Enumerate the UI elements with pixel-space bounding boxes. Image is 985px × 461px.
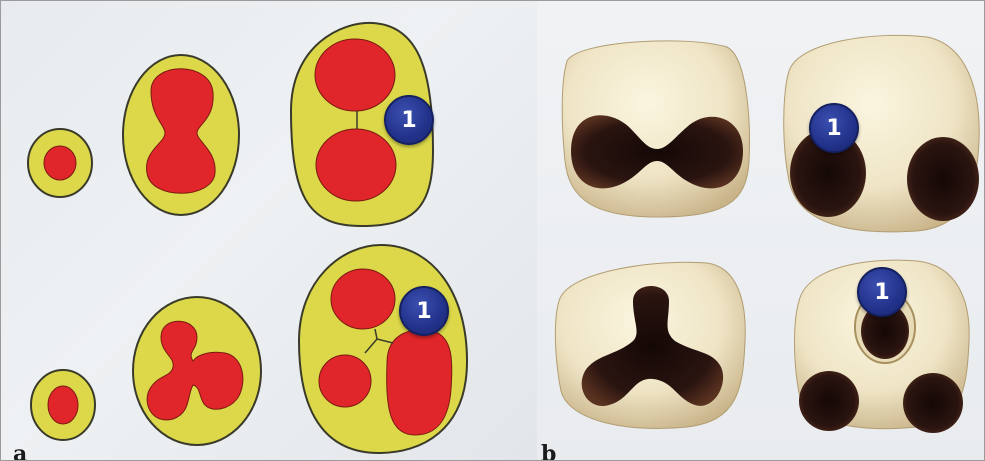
model-bottom-left — [555, 262, 745, 428]
marker-1-b-bottom: 1 — [857, 267, 907, 317]
panel-label-a: a — [13, 441, 27, 461]
marker-1-b-top: 1 — [809, 103, 859, 153]
stage-1-top — [28, 129, 92, 197]
stage-2-top — [123, 55, 239, 215]
panel-a: 1 1 a — [1, 1, 537, 460]
panel-a-diagram — [1, 1, 537, 460]
panel-label-b: b — [541, 441, 556, 461]
stage-3-bottom — [299, 245, 467, 453]
panel-b-models — [537, 1, 984, 460]
marker-1-a-bottom: 1 — [399, 286, 449, 336]
stage-1-bottom — [31, 370, 95, 440]
marker-1-a-top: 1 — [384, 95, 434, 145]
model-top-left — [562, 41, 749, 217]
stage-2-bottom — [133, 297, 261, 445]
panel-b: 1 1 b — [537, 1, 984, 460]
